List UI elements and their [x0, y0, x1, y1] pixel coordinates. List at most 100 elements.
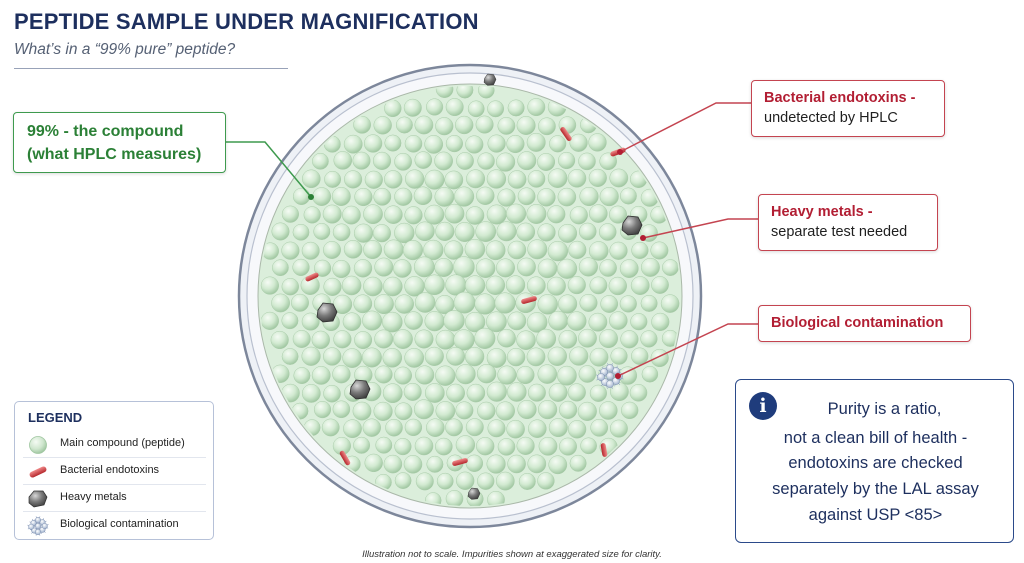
heavy-metals-callout: Heavy metals - separate test needed [758, 194, 938, 251]
heavy-metal-particle [467, 487, 481, 500]
peptide-sphere [404, 135, 423, 153]
peptide-sphere [415, 365, 435, 385]
peptide-sphere [651, 312, 670, 331]
peptide-sphere [477, 472, 495, 490]
peptide-sphere [311, 330, 330, 350]
heavy-metal-particle [621, 215, 643, 236]
peptide-sphere [405, 169, 425, 189]
peptide-sphere [516, 116, 536, 135]
peptide-sphere [537, 472, 555, 490]
peptide-sphere [382, 348, 403, 368]
peptide-sphere [578, 257, 598, 277]
peptide-sphere [394, 438, 412, 456]
peptide-sphere [444, 203, 465, 224]
legend-label: Bacterial endotoxins [60, 464, 160, 476]
peptide-sphere [487, 419, 506, 438]
peptide-sphere [321, 418, 340, 437]
peptide-sphere [600, 295, 619, 313]
peptide-sphere [537, 258, 558, 279]
info-box: i Purity is a ratio, not a clean bill of… [735, 379, 1014, 543]
peptide-sphere [496, 152, 516, 172]
peptide-sphere [660, 294, 680, 313]
peptide-sphere [497, 117, 516, 135]
peptide-sphere [281, 278, 299, 296]
peptide-sphere [537, 364, 558, 384]
peptide-sphere [363, 240, 383, 260]
peptide-sphere [323, 277, 342, 296]
peptide-sphere [476, 437, 495, 456]
peptide-sphere [526, 347, 546, 367]
peptide-sphere [281, 348, 299, 365]
peptide-sphere [382, 383, 403, 404]
peptide-sphere [394, 222, 415, 244]
peptide-sphere [456, 86, 474, 99]
peptide-sphere [434, 258, 454, 277]
peptide-sphere [435, 401, 456, 421]
peptide-sphere [341, 275, 362, 296]
peptide-sphere [495, 471, 515, 491]
peptide-sphere [372, 151, 392, 170]
peptide-sphere [631, 241, 649, 259]
peptide-sphere [536, 328, 557, 349]
peptide-sphere [569, 454, 587, 472]
peptide-sphere [424, 135, 444, 154]
peptide-sphere [375, 436, 393, 454]
peptide-sphere [301, 241, 320, 260]
peptide-sphere [569, 206, 588, 225]
peptide-sphere [271, 222, 290, 241]
peptide-sphere [608, 276, 627, 296]
peptide-sphere [394, 187, 413, 206]
peptide-sphere [527, 383, 546, 402]
peptide-sphere [363, 204, 383, 225]
peptide-sphere [342, 205, 361, 225]
peptide-sphere [395, 116, 413, 134]
peptide-sphere [516, 222, 536, 242]
peptide-sphere [464, 238, 486, 260]
peptide-sphere [353, 115, 371, 134]
peptide-sphere [486, 204, 507, 225]
peptide-sphere [301, 384, 321, 403]
peptide-sphere [402, 240, 423, 261]
peptide-sphere [527, 239, 548, 260]
peptide-sphere [435, 365, 456, 386]
peptide-sphere [353, 223, 374, 243]
peptide-sphere [548, 455, 568, 475]
peptide-sphere [301, 312, 320, 331]
peptide-sphere [372, 224, 391, 243]
heavy-metals-callout-body: separate test needed [771, 224, 908, 240]
peptide-sphere [578, 328, 597, 348]
peptide-sphere [413, 399, 434, 420]
peptide-sphere [446, 347, 465, 366]
peptide-sphere [546, 276, 566, 296]
peptide-sphere [466, 169, 486, 189]
peptide-sphere [260, 276, 279, 295]
endotoxin-rod [521, 296, 537, 304]
peptide-sphere [465, 135, 484, 154]
peptide-sphere [590, 418, 609, 437]
peptide-sphere [619, 295, 637, 313]
peptide-sphere [343, 134, 363, 154]
peptide-sphere [434, 187, 455, 207]
peptide-sphere [445, 98, 464, 117]
peptide-sphere [569, 346, 589, 366]
peptide-sphere [567, 383, 586, 402]
peptide-sphere [547, 346, 567, 366]
peptide-sphere [373, 116, 392, 135]
peptide-sphere [435, 221, 455, 241]
peptide-sphere [599, 259, 617, 277]
peptide-sphere [578, 152, 596, 171]
peptide-sphere [385, 418, 403, 437]
peptide-sphere [354, 331, 373, 350]
peptide-sphere [363, 134, 383, 153]
peptide-sphere [486, 348, 507, 368]
peptide-spheres [260, 86, 680, 506]
peptide-sphere [323, 241, 341, 259]
peptide-sphere [453, 256, 475, 278]
peptide-sphere [445, 418, 463, 437]
peptide-sphere [640, 294, 658, 312]
peptide-sphere [413, 256, 435, 278]
peptide-sphere [403, 382, 422, 401]
peptide-sphere [343, 240, 363, 259]
peptide-sphere [394, 366, 412, 385]
